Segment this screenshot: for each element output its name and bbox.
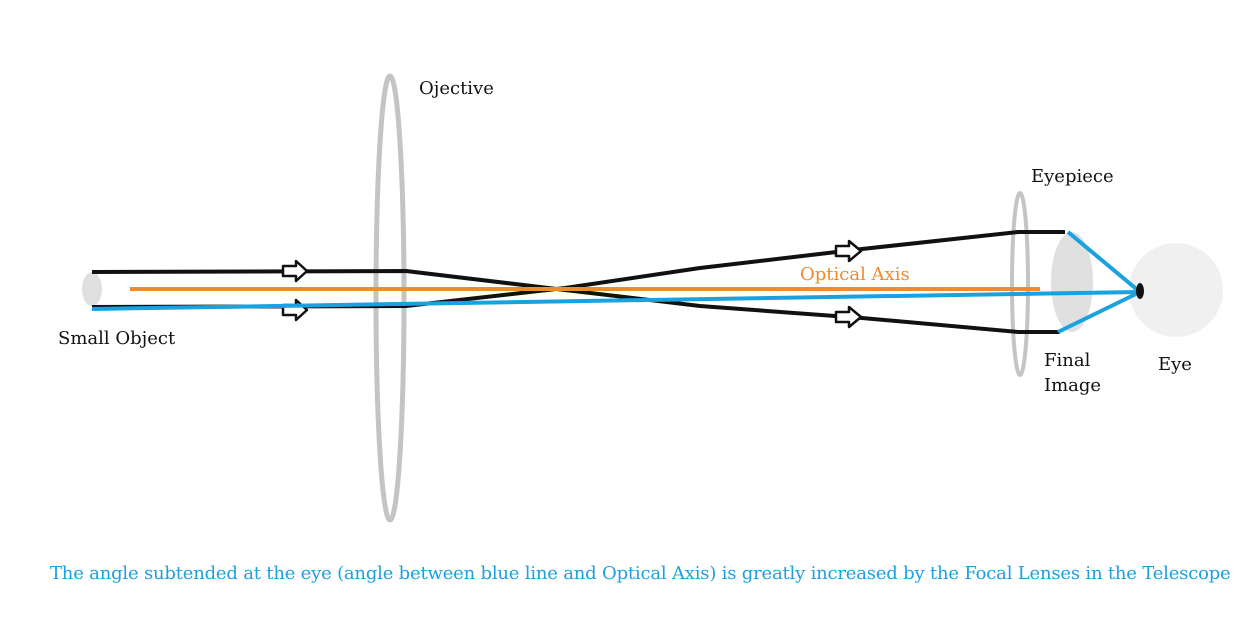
label-small-object: Small Object bbox=[58, 328, 176, 349]
arrow-diverging-upper-ray bbox=[834, 239, 863, 263]
ray-lower bbox=[91, 230, 1065, 309]
eyepiece-lens bbox=[1010, 191, 1030, 377]
arrow-lower-left-ray bbox=[281, 298, 309, 322]
sight-line bbox=[91, 290, 1141, 311]
label-final-image-line2: Image bbox=[1044, 375, 1102, 396]
caption: The angle subtended at the eye (angle be… bbox=[50, 563, 1231, 584]
eye bbox=[1129, 243, 1223, 337]
label-objective: Ojective bbox=[419, 78, 494, 99]
label-final-image-line1: Final bbox=[1044, 350, 1091, 371]
arrow-upper-left-ray bbox=[281, 259, 309, 283]
objective-lens bbox=[373, 73, 407, 523]
final-image bbox=[1051, 232, 1093, 332]
ray-upper bbox=[91, 269, 1060, 334]
arrow-diverging-lower-ray bbox=[834, 305, 863, 329]
eye-pupil bbox=[1136, 283, 1144, 299]
label-optical-axis: Optical Axis bbox=[800, 264, 910, 285]
small-object bbox=[82, 272, 102, 306]
label-eye: Eye bbox=[1158, 354, 1192, 375]
label-eyepiece: Eyepiece bbox=[1031, 166, 1114, 187]
